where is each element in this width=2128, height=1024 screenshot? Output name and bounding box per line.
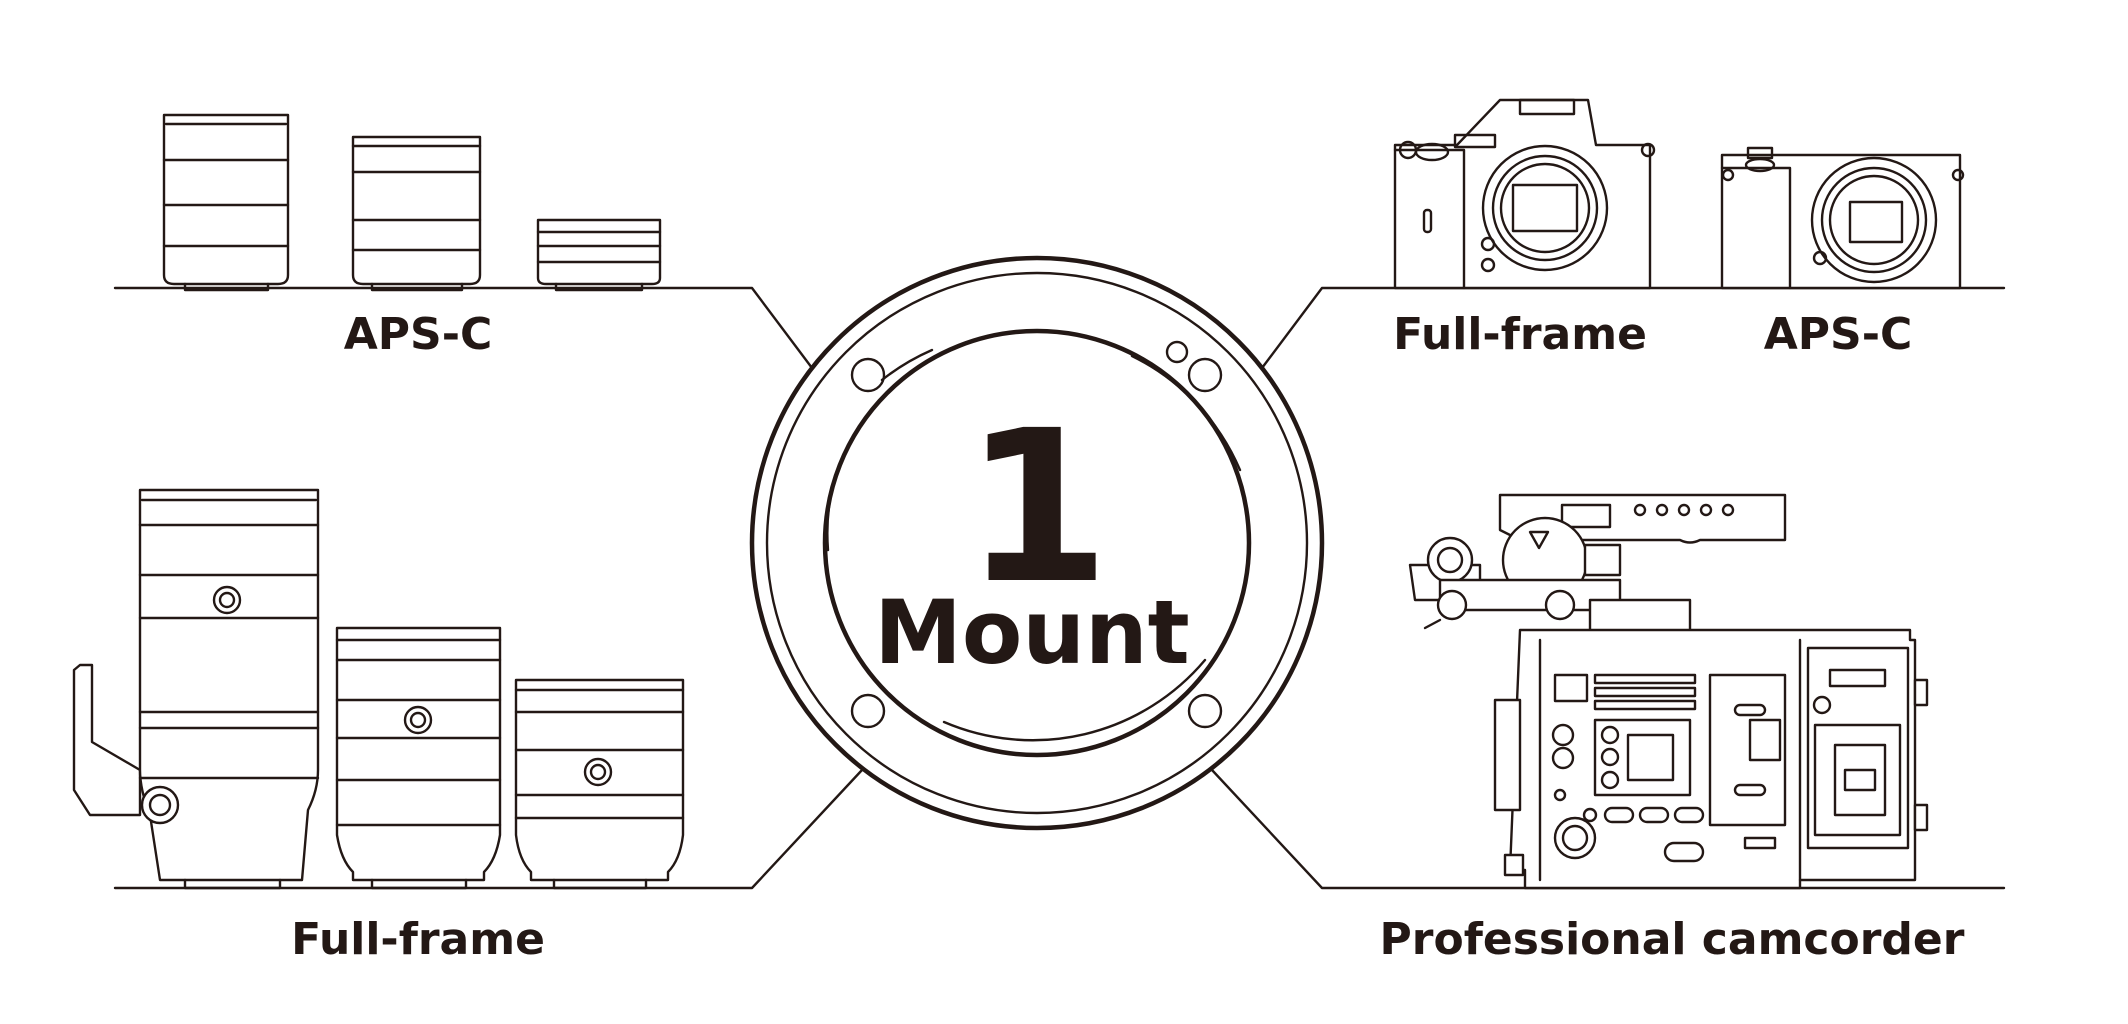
fullframe-lenses [72,488,685,890]
label-fullframe-lenses: Full-frame [291,914,545,965]
lens-mount-icon: 1 Mount [749,255,1325,831]
lens-icon [335,626,502,890]
label-professional-camcorder: Professional camcorder [1379,914,1965,965]
camcorder-icon [1408,493,1929,890]
apsc-lenses [162,113,662,292]
lens-icon [72,488,320,890]
lens-icon [162,113,290,292]
camera-body-icon [1720,146,1965,290]
camera-bodies [1393,98,1965,290]
label-apsc-lenses: APS-C [343,309,493,360]
lens-icon [351,135,482,292]
mount-word: Mount [874,581,1189,684]
lens-icon [514,678,685,890]
lens-icon [536,218,662,292]
label-apsc-camera: APS-C [1763,309,1913,360]
label-fullframe-camera: Full-frame [1393,309,1647,360]
mount-number: 1 [964,385,1110,630]
camera-body-icon [1393,98,1656,290]
